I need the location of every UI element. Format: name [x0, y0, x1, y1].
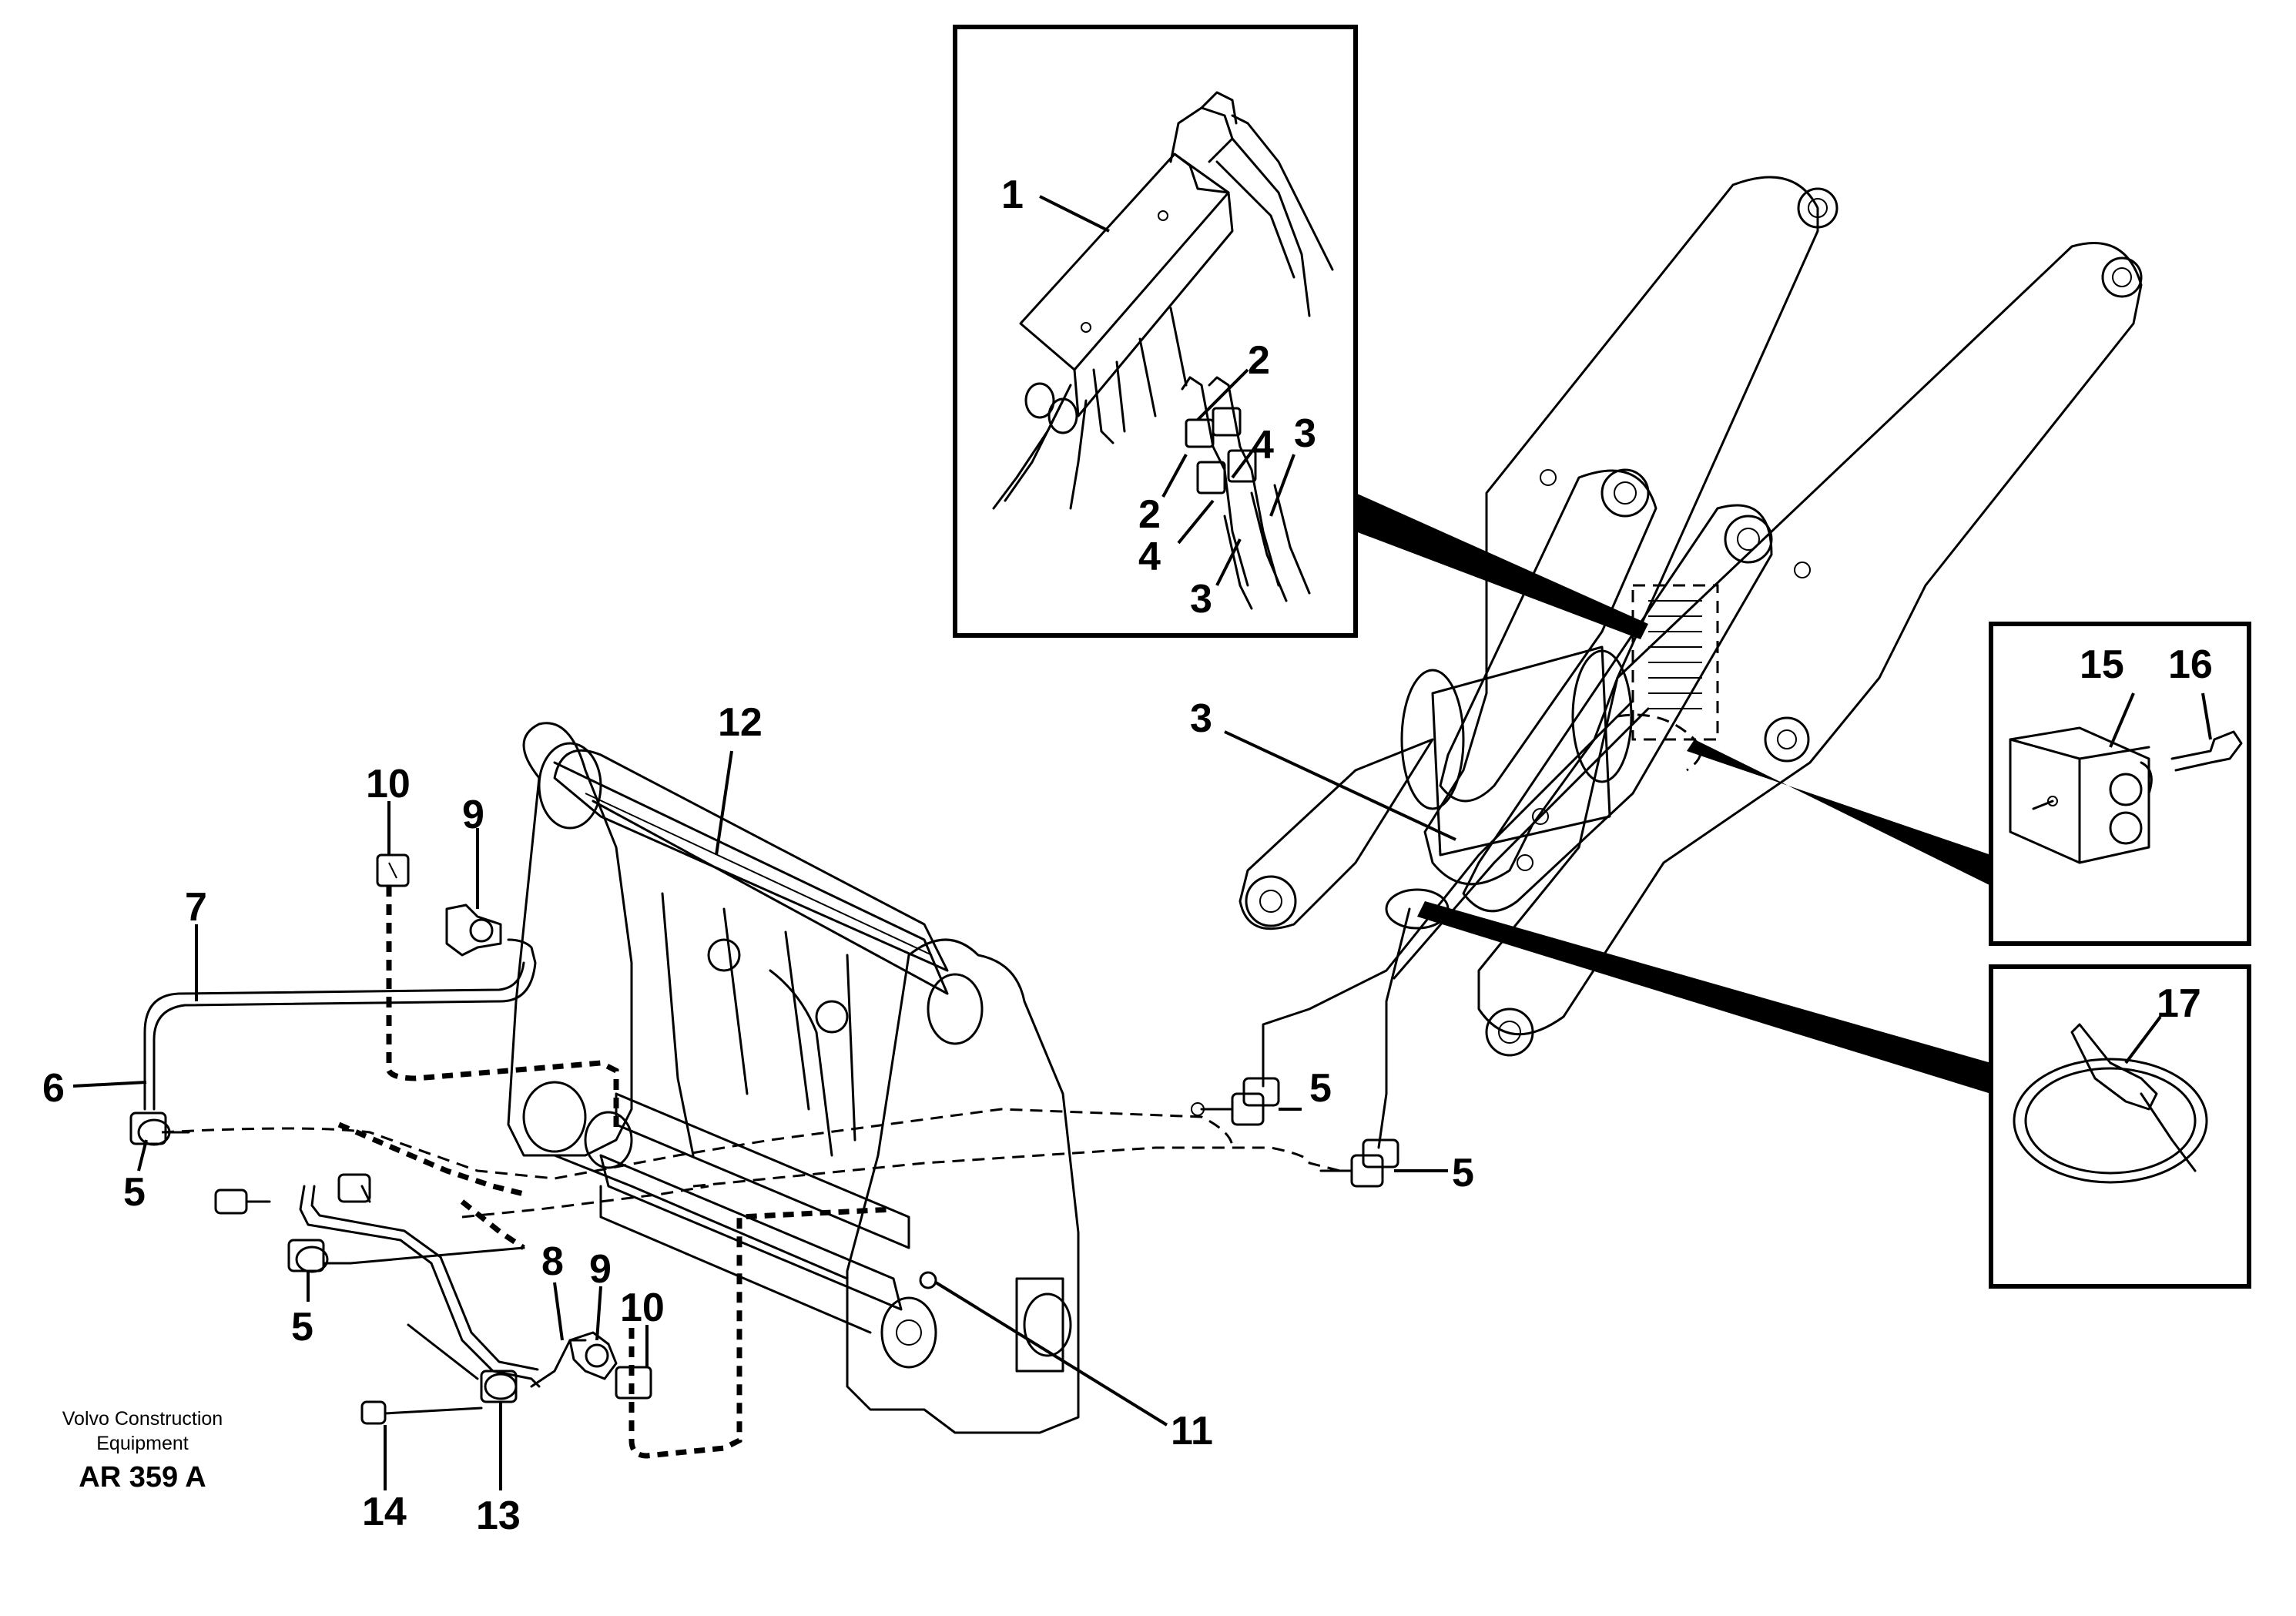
callout-5-right-upper: 5 [1309, 1066, 1332, 1111]
elbow-fitting-5-right-lower [1319, 1138, 1399, 1188]
callout-16: 16 [2168, 642, 2213, 687]
lift-arm-assembly [1238, 176, 2143, 1149]
callout-15: 15 [2080, 642, 2124, 687]
callout-5-left-lower: 5 [291, 1305, 313, 1349]
callout-4-lower: 4 [1138, 535, 1161, 579]
plug-11 [919, 1271, 937, 1289]
callout-3-arm: 3 [1190, 696, 1212, 741]
callout-13: 13 [476, 1494, 521, 1538]
union-9-upper [445, 904, 502, 957]
detail-inset-valve-block [953, 25, 1358, 638]
callout-10-lower: 10 [620, 1286, 665, 1330]
hose-assembly-7 [143, 938, 537, 1111]
callout-2-upper: 2 [1248, 338, 1270, 383]
callout-5-left-upper: 5 [123, 1170, 146, 1215]
callout-3-upper: 3 [1294, 411, 1316, 456]
detail-inset-cable-tie [1989, 964, 2251, 1289]
callout-8: 8 [541, 1239, 564, 1284]
leader-lines [72, 195, 2212, 1490]
nut-10-upper [376, 853, 410, 887]
elbow-fitting-5-left-lower [287, 1239, 525, 1273]
nut-10-lower [615, 1366, 652, 1400]
company-name-line2: Equipment [96, 1433, 189, 1454]
elbow-fitting-5-right-upper [1191, 1077, 1280, 1126]
fitting-left-middle [214, 1173, 371, 1215]
callout-9-upper: 9 [462, 793, 484, 837]
callout-5-right-lower: 5 [1452, 1151, 1474, 1195]
callout-labels: 1 2 4 3 2 4 3 3 12 15 16 17 10 9 7 6 5 5… [42, 173, 2213, 1538]
inset-pointer-valve [1356, 493, 1648, 639]
callout-4-upper: 4 [1252, 423, 1274, 468]
elbow-fitting-5-left-upper [129, 1111, 190, 1146]
inset-pointer-cable-tie [1417, 901, 1991, 1094]
callout-2-lower: 2 [1138, 492, 1161, 537]
callout-1: 1 [1001, 173, 1024, 217]
drawing-reference: AR 359 A [79, 1461, 206, 1494]
callout-12: 12 [718, 700, 763, 745]
hose-routing [161, 886, 1341, 1459]
callout-10-upper: 10 [366, 762, 411, 806]
drawing-caption: Volvo Construction Equipment AR 359 A [62, 1408, 223, 1494]
callout-11: 11 [1171, 1409, 1213, 1453]
callout-9-lower: 9 [589, 1247, 612, 1292]
union-9-lower [568, 1331, 618, 1380]
clamp-13 [480, 1370, 518, 1403]
inset-pointer-clamp-block [1687, 739, 1991, 886]
detail-inset-clamp-block [1989, 622, 2251, 946]
quick-coupler-frame [507, 722, 1080, 1434]
callout-17: 17 [2157, 981, 2201, 1026]
callout-14: 14 [362, 1490, 407, 1534]
bolt-14 [360, 1400, 483, 1425]
callout-6: 6 [42, 1066, 65, 1111]
callout-3-lower: 3 [1190, 577, 1212, 622]
company-name-line1: Volvo Construction [62, 1408, 223, 1430]
hose-assembly-8 [299, 1185, 587, 1388]
callout-7: 7 [185, 885, 207, 930]
cable-tie-on-arm [1385, 888, 1450, 930]
